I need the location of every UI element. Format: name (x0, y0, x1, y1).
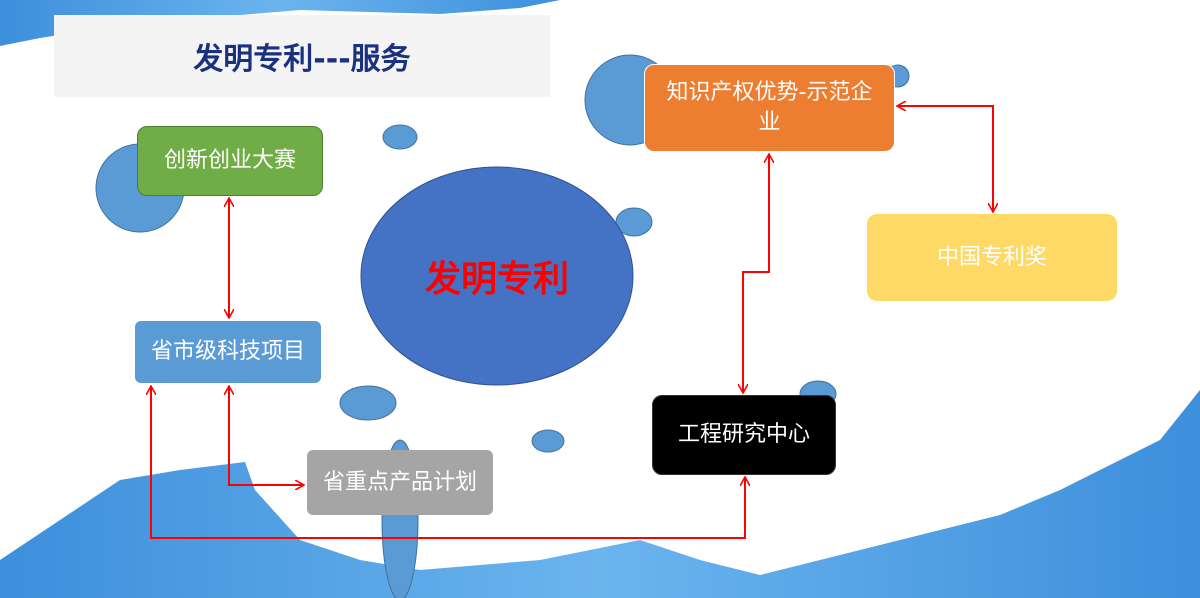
node-label: 省重点产品计划 (322, 469, 477, 495)
top-wave (0, 0, 560, 46)
node-china-patent-award: 中国专利奖 (867, 214, 1117, 301)
title-panel: 发明专利---服务 (54, 15, 550, 97)
bottom-wave (0, 390, 1200, 598)
node-label: 省市级科技项目 (150, 339, 305, 364)
node-label: 知识产权优势-示范企业 (666, 80, 873, 135)
node-label: 创新创业大赛 (163, 148, 296, 173)
center-label: 发明专利 (424, 259, 569, 300)
arrow-projects-center (151, 386, 745, 539)
node-ip-demo-enterprise: 知识产权优势-示范企业 (644, 64, 895, 152)
node-provincial-key-products: 省重点产品计划 (307, 450, 493, 515)
node-innovation-contest: 创新创业大赛 (137, 126, 323, 196)
decor-circle (339, 385, 397, 421)
arrow-demo-award (897, 106, 993, 212)
page-title: 发明专利---服务 (193, 42, 411, 77)
arrow-demo-center (743, 154, 769, 393)
decor-circle (615, 207, 653, 237)
decor-circle (382, 124, 418, 150)
node-label: 中国专利奖 (936, 244, 1047, 270)
node-provincial-city-projects: 省市级科技项目 (135, 321, 321, 383)
decor-circle (531, 429, 565, 453)
node-label: 工程研究中心 (677, 422, 810, 447)
node-engineering-center: 工程研究中心 (652, 395, 836, 475)
